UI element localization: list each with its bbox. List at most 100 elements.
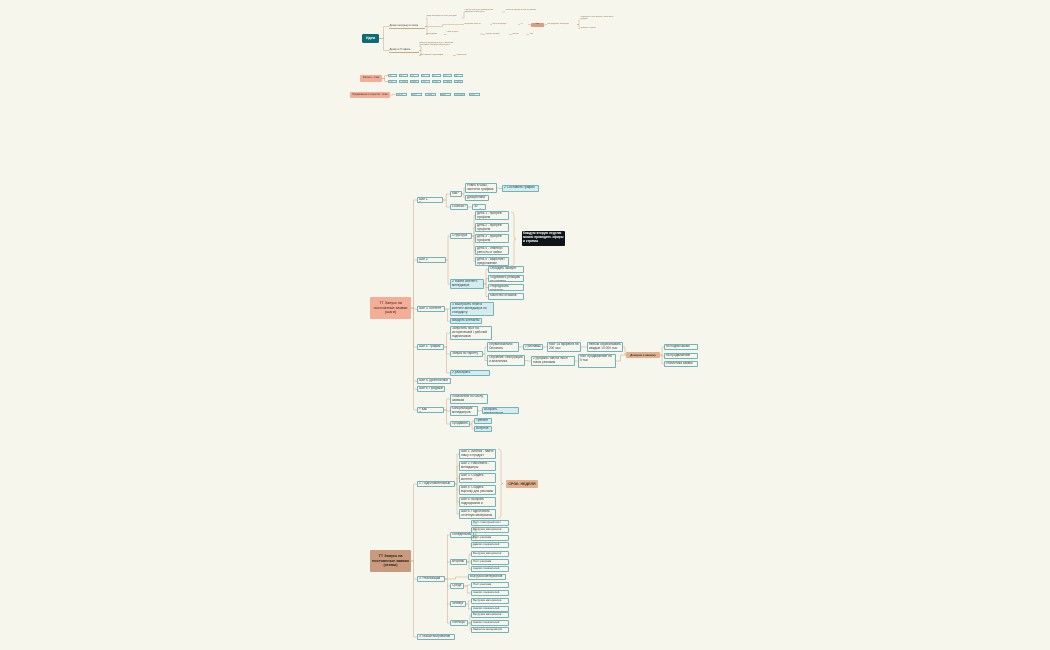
promo-plan-item-3[interactable]: Сторис xyxy=(425,93,436,96)
promo-plan-item-4[interactable]: Эфир xyxy=(439,93,451,96)
day-item-5[interactable]: День 5 - закрытие / предложение xyxy=(475,257,509,266)
step-3-a[interactable]: 3 Выстроить план и контент-менеджера по … xyxy=(450,302,494,316)
step-3[interactable]: Шаг 3. Контент xyxy=(417,306,445,312)
top-b1-child-3c[interactable]: Детали xyxy=(512,33,519,35)
step-4-r-1[interactable]: пост 15 эффекта на 200 тыс xyxy=(547,342,581,352)
step-4-b-2[interactable]: Обучение: Инструкция и аналитика xyxy=(487,355,525,366)
step-1-when[interactable]: Сколько? xyxy=(450,204,468,210)
step-1[interactable]: Шаг 1. Распорядок xyxy=(417,197,443,203)
manager-item-2[interactable]: Поднимать реакцию на контент xyxy=(488,275,524,282)
phase-2-mid[interactable]: Выгрузка материалов xyxy=(468,574,506,580)
phase-2[interactable]: 2. Реализация xyxy=(417,576,445,582)
step-4-b[interactable]: Запуск по таргету xyxy=(450,351,483,357)
monday-item-3[interactable]: Пост-реклама xyxy=(471,534,509,541)
step-4-mid-1[interactable]: 2 рекламы xyxy=(523,344,543,350)
content-plan-day-1[interactable]: Пн xyxy=(388,74,397,77)
step-7-b[interactable]: Консультация менеджеров xyxy=(450,406,478,416)
promo-plan-item-1[interactable]: Посты xyxy=(396,93,407,96)
map1-root-node[interactable]: ТТ Запуск на постоянные заявки (шаги) xyxy=(370,297,411,319)
top-b1-child-3a[interactable]: Стиль и цвета xyxy=(446,31,459,33)
step-4-rr-1[interactable]: нельзя обрабатывать каждые 10 000 тыс xyxy=(587,342,623,352)
top-branch-2[interactable]: Декор в IT офисе xyxy=(389,48,419,53)
content-plan-type-7[interactable]: Отдых xyxy=(454,80,463,83)
top-b1-far[interactable]: Разработать план работы с клиентом и про… xyxy=(580,16,614,21)
step-4-c[interactable]: 2 разобрать подписчиков xyxy=(450,370,490,376)
phase-2-wednesday[interactable]: Среда xyxy=(450,583,464,589)
step-7[interactable]: + Как Продолжать xyxy=(417,407,444,413)
top-b1-note[interactable]: Как продавать интерьеры xyxy=(547,23,569,25)
phase-1-step-5[interactable]: Шаг 5. Выбрать подрядчиков и условия xyxy=(459,497,496,507)
choose-managers[interactable]: Выбрать менеджеров xyxy=(482,407,519,414)
monday-item-2[interactable]: Выгрузка материалов xyxy=(471,527,509,533)
promo-plan-node[interactable]: Продвижение в соцсетях - план xyxy=(350,92,390,98)
content-plan-type-4[interactable]: Пост xyxy=(421,80,430,83)
step-7-c-2[interactable]: Встреча xyxy=(474,426,492,432)
step-1-how-b[interactable]: Дисциплина xyxy=(465,195,489,201)
top-b1-far2[interactable]: Записать в список xyxy=(580,27,596,29)
content-plan-day-5[interactable]: Пт xyxy=(432,74,441,77)
manager-item-1[interactable]: Обходить аккаунт xyxy=(488,266,524,273)
day-item-2[interactable]: День 2 - прогрев профиля xyxy=(475,222,509,232)
find-content-manager[interactable]: 2 Найти контент-менеджера xyxy=(450,279,484,289)
content-plan-type-6[interactable]: Сторис xyxy=(443,80,452,83)
day-item-4[interactable]: День 4 - отметки / репосты и лайки xyxy=(475,245,509,255)
content-plan-type-3[interactable]: Видео xyxy=(410,80,419,83)
tuesday-item-2[interactable]: Пост-реклама xyxy=(471,558,509,565)
phase-1-step-1[interactable]: Шаг 1. Анализ - найти нишу и продукт xyxy=(459,449,496,459)
top-root-node[interactable]: Идеи xyxy=(362,34,379,43)
step-2[interactable]: Шаг 2. Вовлечение xyxy=(417,257,446,263)
step-7-a[interactable]: Показатели по числу, заявкам xyxy=(450,394,488,404)
manager-item-4[interactable]: Качество отзывов xyxy=(488,293,524,300)
phase-2-friday[interactable]: Пятница xyxy=(450,620,468,626)
top-b1-row-2[interactable]: Шаг в интерьере xyxy=(492,23,507,25)
top-b1-child-1b[interactable]: Зоны в интерьере и акценты цветом xyxy=(505,9,536,11)
top-b2-child-2[interactable]: Зоны тишины и переговорки xyxy=(419,54,444,56)
step-5[interactable]: Шаг 5. Диагностика xyxy=(417,378,451,384)
step-1-when-a[interactable]: 30 дней xyxy=(472,204,486,210)
top-b1-child-3[interactable]: Идеи декора xyxy=(426,33,438,35)
promo-plan-item-5[interactable]: Рассылка xyxy=(454,93,465,96)
monday-item-1[interactable]: Пост. повторный пост xyxy=(471,519,509,526)
content-plan-node[interactable]: Контент - план xyxy=(360,75,382,82)
day-item-3[interactable]: День 3 - прогрев профиля xyxy=(475,234,509,243)
step-7-c-1[interactable]: Тренинг xyxy=(474,418,492,424)
day-item-1[interactable]: День 1 - прогрев профиля xyxy=(475,211,509,220)
trust-badge[interactable]: Доверие к вашему сайту xyxy=(626,352,660,358)
step-4-mid-2[interactable]: 2 рубрики / места /пост/ показ рекламы xyxy=(531,356,575,366)
content-plan-day-6[interactable]: Сб xyxy=(443,74,452,77)
phase-1-step-3[interactable]: Шаг 3. Создать контент xyxy=(459,473,496,483)
step-2-note[interactable]: Каждую вторую неделю можно проводить эфи… xyxy=(522,231,565,246)
friday-item-1[interactable]: Выгрузка материалов xyxy=(471,612,509,618)
content-plan-day-7[interactable]: Вс xyxy=(454,74,463,77)
content-plan-type-1[interactable]: Пост xyxy=(388,80,397,83)
phase-1[interactable]: 1. Подготовительный xyxy=(417,481,455,487)
content-plan-day-4[interactable]: Чт xyxy=(421,74,430,77)
phase-2-tuesday[interactable]: Вторник xyxy=(450,559,467,565)
promo-plan-item-2[interactable]: Reels xyxy=(410,93,422,96)
phase-1-step-6[interactable]: Шаг 6. Подготовить отчетную материалы xyxy=(459,509,496,519)
top-b1-child-3d[interactable]: Свет xyxy=(529,33,534,35)
top-b1-child-3b[interactable]: Подбор текстиля xyxy=(485,33,500,35)
step-1-how-a[interactable]: Ровно в часы, частотно графика xyxy=(465,183,497,193)
manager-item-3[interactable]: Упорядочить контакты xyxy=(488,284,524,291)
deadline-badge[interactable]: СРОК: НЕДЕЛЯ xyxy=(506,480,538,488)
content-plan-type-5[interactable]: Reels xyxy=(432,80,441,83)
step-2-structure[interactable]: Структура xyxy=(450,233,472,239)
tuesday-item-1[interactable]: Выгрузка материалов xyxy=(471,551,509,557)
trust-output-3[interactable]: статистика заявок xyxy=(664,361,698,367)
phase-1-step-2[interactable]: Шаг 2. Наполнить - менеджеры xyxy=(459,461,496,471)
top-b2-child-2a[interactable]: Озеленение xyxy=(456,54,467,56)
top-b1-row-1[interactable]: Встречаем клиента xyxy=(464,23,481,25)
wednesday-item-1[interactable]: Пост-реклама xyxy=(471,582,509,588)
wednesday-item-2[interactable]: Анализ показателей xyxy=(471,589,509,596)
step-4[interactable]: Шаг 4. Трафик xyxy=(417,344,444,350)
friday-item-2[interactable]: Анализ показателей xyxy=(471,619,509,626)
content-plan-type-2[interactable]: Сторис xyxy=(399,80,408,83)
thursday-item-2[interactable]: Анализ показателей xyxy=(471,605,509,612)
tuesday-item-3[interactable]: Анализ показателей xyxy=(471,566,509,572)
top-b2-child-1[interactable]: Анализ и предложения для IT-компании: эр… xyxy=(419,42,454,47)
top-b1-red-tag[interactable]: Итог xyxy=(531,22,544,27)
step-7-c[interactable]: Продавать xyxy=(450,421,470,427)
content-plan-day-3[interactable]: Ср xyxy=(410,74,419,77)
top-b1-child-1a[interactable]: Светлые цвета для коммерческих, домашние… xyxy=(464,9,494,14)
